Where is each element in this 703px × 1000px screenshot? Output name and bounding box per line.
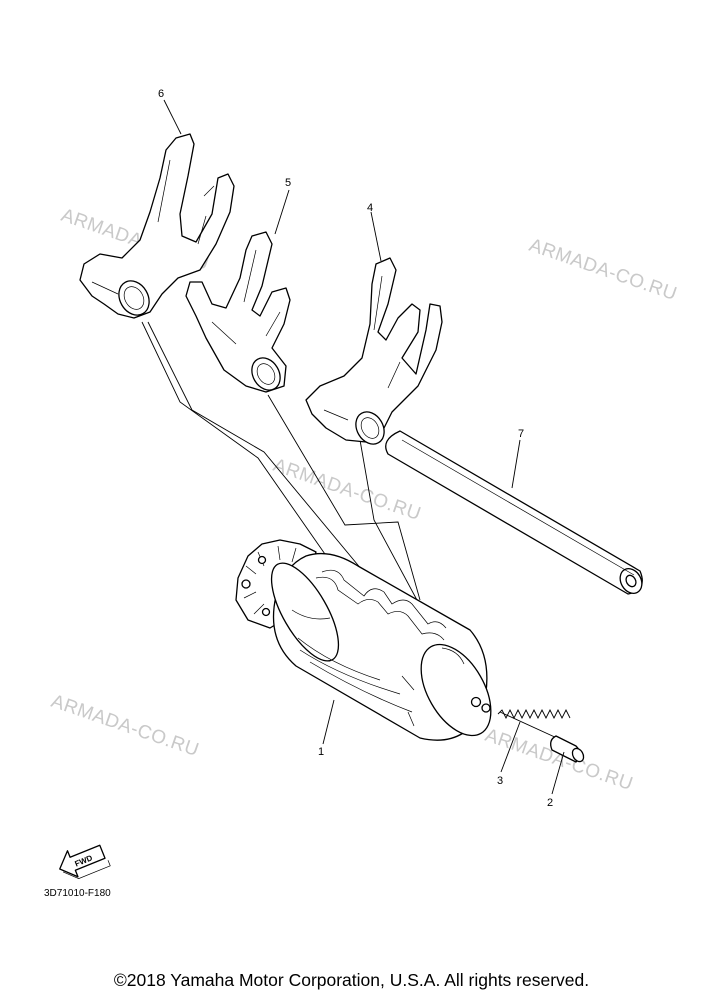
callout-7: 7 [518, 428, 524, 440]
assembly-guide-lines [141, 321, 433, 629]
watermark-4: ARMADA-CO.RU [48, 691, 201, 761]
watermark-2: ARMADA-CO.RU [526, 235, 679, 305]
diagram-code: 3D71010-F180 [44, 888, 111, 899]
watermark-3: ARMADA-CO.RU [270, 455, 423, 525]
shift-fork-guide-bar [385, 430, 643, 595]
callout-6: 6 [158, 88, 164, 100]
callout-5: 5 [285, 177, 291, 189]
callout-2: 2 [547, 797, 553, 809]
pin [550, 735, 585, 763]
copyright-notice: ©2018 Yamaha Motor Corporation, U.S.A. A… [113, 970, 590, 990]
callout-1: 1 [318, 746, 324, 758]
shift-fork-6 [79, 133, 235, 319]
callout-4: 4 [367, 202, 373, 214]
callout-numbers: 6 5 4 7 1 3 2 [158, 88, 553, 809]
leader-lines [163, 99, 565, 795]
fwd-arrow-icon: FWD [59, 844, 111, 879]
shift-fork-4 [305, 257, 443, 445]
shift-fork-5 [185, 231, 291, 393]
shift-drum [235, 539, 492, 741]
callout-3: 3 [497, 775, 503, 787]
